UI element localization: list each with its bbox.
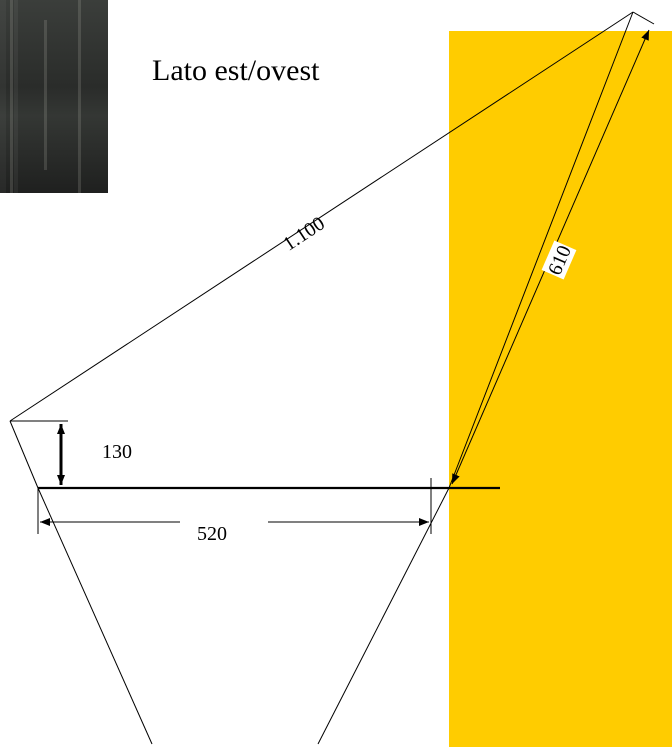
side-label-background xyxy=(541,240,577,280)
right-leg-line xyxy=(317,487,450,745)
height-label: 130 xyxy=(102,441,132,463)
left-edge-line xyxy=(9,420,39,489)
wall-block xyxy=(449,31,672,747)
width-label: 520 xyxy=(197,523,227,545)
left-leg-line xyxy=(37,487,153,745)
side-extension-top xyxy=(632,11,655,25)
diagram-title: Lato est/ovest xyxy=(152,54,320,87)
photo-thumbnail xyxy=(0,0,108,193)
diagonal-label: 1.100 xyxy=(279,212,329,255)
